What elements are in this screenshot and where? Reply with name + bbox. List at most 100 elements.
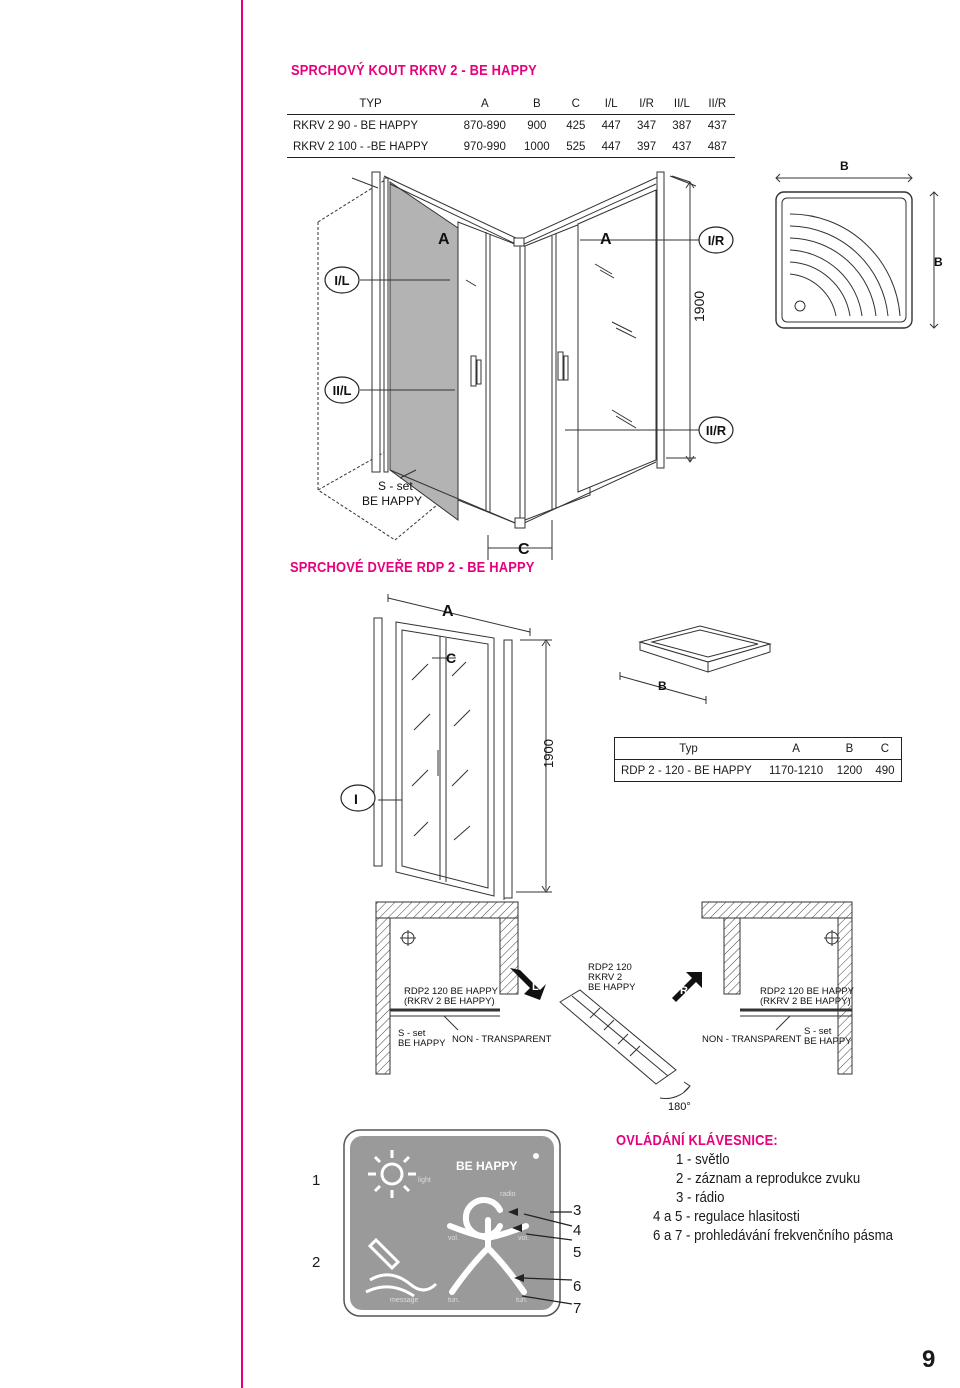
table-cell: 900 [527,119,547,132]
margin-rule [241,0,243,1388]
plan-left-label-2: (RKRV 2 BE HAPPY) [404,996,495,1007]
table-cell: 447 [601,119,621,132]
table-header-cell: II/R [699,93,735,115]
table-header-cell: A [762,737,831,760]
message-icon[interactable] [365,1237,438,1298]
table-header-cell: II/L [664,93,700,115]
legend-item: 1 - světlo [676,1151,730,1168]
plan-left-non-transparent: NON - TRANSPARENT [452,1034,552,1045]
plan-left-set-2: BE HAPPY [398,1038,446,1049]
table-cell: 447 [601,140,621,153]
callout-IL: I/L [334,273,349,288]
set-label-line2: BE HAPPY [362,494,422,508]
dim-A-left: A [438,231,450,248]
table-row: RKRV 2 100 - -BE HAPPY 970-990 1000 525 … [287,136,735,158]
door-dim-C: C [446,650,456,666]
plan-rotation: 180° [668,1101,691,1113]
table-cell: 387 [672,119,692,132]
table-cell: 970-990 [463,140,506,153]
vol-right-label: vol. [518,1235,529,1242]
table-row: RDP 2 - 120 - BE HAPPY 1170-1210 1200 49… [615,760,902,782]
plan-diagram: L R RDP2 120 BE HAPPY (RKRV 2 BE HAPPY) … [375,901,855,1113]
table-cell: 490 [875,764,895,777]
plan-right-label-1: RDP2 120 BE HAPPY [760,986,855,997]
table-header-row: TYP A B C I/L I/R II/L II/R [287,93,735,115]
light-label: light [418,1177,431,1184]
callout-4: 4 [573,1222,582,1239]
table-cell: 437 [707,119,727,132]
tun-right-label: tun. [516,1297,528,1304]
door-diagram: A C B I 1900 [340,594,772,900]
table-header-cell: C [868,737,902,760]
callout-5: 5 [573,1244,582,1261]
keypad-panel: light radio vol. vol. message tun. tun. … [343,1129,573,1317]
callout-3: 3 [573,1202,582,1219]
dim-A-right: A [600,231,612,248]
plan-right-set-1: S - set [804,1026,832,1037]
table-header-cell: B [515,93,559,115]
table-cell: 437 [672,140,692,153]
enclosure-diagram: I/L II/L I/R II/R A A C 1900 S - set BE … [317,159,943,560]
table-cell: 525 [566,140,586,153]
dim-height: 1900 [691,291,707,322]
table-header-cell: A [454,93,516,115]
keypad-brand: BE HAPPY [456,1159,517,1173]
table-cell: 425 [566,119,586,132]
callout-7: 7 [573,1300,582,1317]
table-cell: 1170-1210 [769,764,824,777]
callout-IR: I/R [708,233,725,248]
tray-dim-B-top: B [840,159,849,173]
table-cell: RKRV 2 90 - BE HAPPY [293,119,419,132]
tray-dim-B: B [658,679,667,693]
tray-dim-B-right: B [934,255,943,269]
table-cell: RKRV 2 100 - -BE HAPPY [293,140,429,153]
legend-item: 3 - rádio [676,1189,725,1206]
arrow-R-label: R [680,985,688,997]
radio-figure-icon[interactable] [447,1197,529,1295]
legend-item: 6 a 7 - prohledávání frekvenčního pásma [653,1227,893,1244]
radio-label: radio [500,1191,516,1198]
callout-2: 2 [312,1254,321,1271]
plan-right-label-2: (RKRV 2 BE HAPPY) [760,996,851,1007]
table-header-cell: B [830,737,869,760]
section-title-doors: SPRCHOVÉ DVEŘE RDP 2 - BE HAPPY [290,559,535,576]
plan-left-label-1: RDP2 120 BE HAPPY [404,986,499,997]
plan-center-3: BE HAPPY [588,982,636,993]
door-dim-A: A [442,603,454,620]
plan-center-1: RDP2 120 [588,962,632,973]
table-header-cell: Typ [614,737,763,760]
plan-center-2: RKRV 2 [588,972,622,983]
table-cell: 347 [636,119,657,132]
plan-left-set-1: S - set [398,1028,426,1039]
light-icon[interactable] [368,1150,416,1198]
tun-left-label: tun. [448,1297,460,1304]
vol-left-label: vol. [448,1235,459,1242]
plan-right-non-transparent: NON - TRANSPARENT [702,1034,802,1045]
enclosure-spec-table: TYP A B C I/L I/R II/L II/R RKRV 2 90 - … [287,93,735,158]
callout-6: 6 [573,1278,582,1295]
table-header-cell: TYP [287,93,455,115]
legend-item: 2 - záznam a reprodukce zvuku [676,1170,861,1187]
plan-right-set-2: BE HAPPY [804,1036,852,1047]
section-title-enclosure: SPRCHOVÝ KOUT RKRV 2 - BE HAPPY [291,62,537,79]
table-cell: RDP 2 - 120 - BE HAPPY [621,764,752,777]
table-cell: 1000 [524,140,550,153]
table-header-cell: I/L [593,93,629,115]
table-header-cell: I/R [628,93,665,115]
table-cell: 397 [636,140,657,153]
table-cell: 870-890 [463,119,506,132]
message-label: message [390,1297,419,1304]
legend-item: 4 a 5 - regulace hlasitosti [653,1208,800,1225]
table-cell: 487 [707,140,727,153]
legend-title: OVLÁDÁNÍ KLÁVESNICE: [616,1132,778,1149]
callout-IIL: II/L [333,383,352,398]
door-dim-height: 1900 [541,739,556,768]
table-cell: 1200 [836,764,863,777]
callout-I: I [354,791,358,807]
callout-1: 1 [312,1172,321,1189]
table-header-row: Typ A B C [614,737,902,760]
arrow-L-label: L [532,981,539,993]
dim-C: C [518,541,530,558]
door-spec-table: Typ A B C RDP 2 - 120 - BE HAPPY 1170-12… [614,737,902,782]
table-row: RKRV 2 90 - BE HAPPY 870-890 900 425 447… [287,115,735,137]
